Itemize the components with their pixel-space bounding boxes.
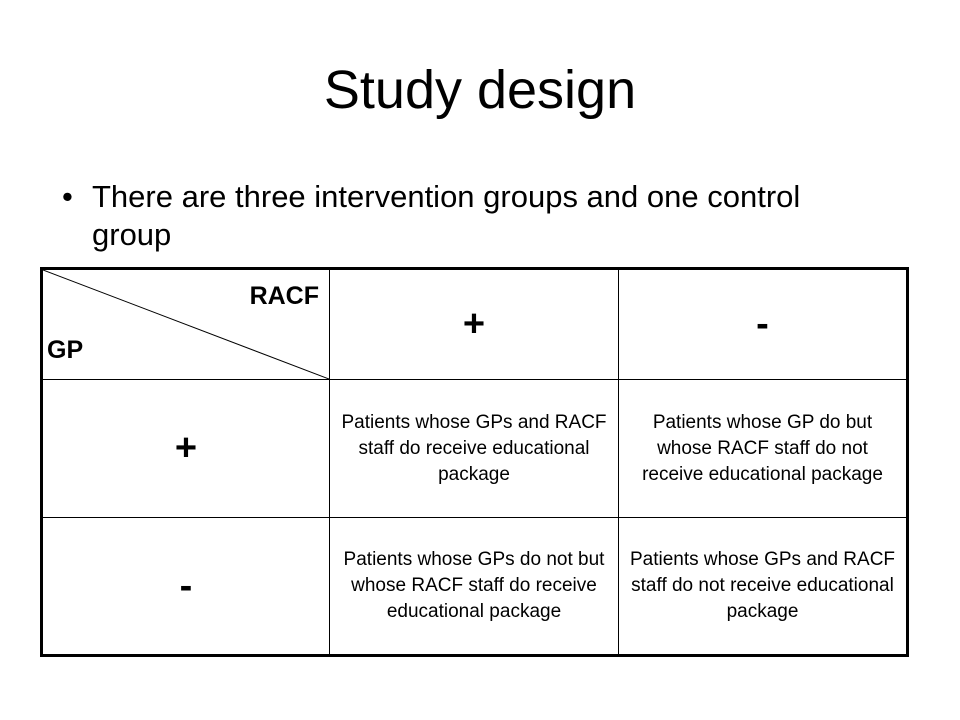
column-header-plus: + — [329, 268, 619, 380]
row-header-minus: - — [41, 517, 330, 656]
bullet-marker: • — [62, 179, 73, 214]
table-cell: Patients whose GP do but whose RACF staf… — [618, 379, 908, 518]
table-cell: Patients whose GPs and RACF staff do not… — [618, 517, 908, 656]
diagonal-divider — [43, 270, 329, 379]
corner-header-cell: RACF GP — [41, 268, 330, 380]
study-design-table: RACF GP + - + Patients whose GPs and RAC… — [40, 267, 909, 657]
table-cell: Patients whose GPs do not but whose RACF… — [329, 517, 619, 656]
row-header-plus: + — [41, 379, 330, 518]
column-header-minus: - — [618, 268, 908, 380]
column-axis-label: RACF — [249, 282, 319, 310]
table-header-row: RACF GP + - — [41, 268, 908, 380]
table-row: + Patients whose GPs and RACF staff do r… — [41, 379, 908, 518]
slide-title: Study design — [323, 60, 637, 120]
row-axis-label: GP — [47, 336, 84, 364]
table-row: - Patients whose GPs do not but whose RA… — [41, 517, 908, 656]
bullet-point: • There are three intervention groups an… — [62, 178, 882, 254]
bullet-text: There are three intervention groups and … — [92, 179, 801, 252]
table-cell: Patients whose GPs and RACF staff do rec… — [329, 379, 619, 518]
